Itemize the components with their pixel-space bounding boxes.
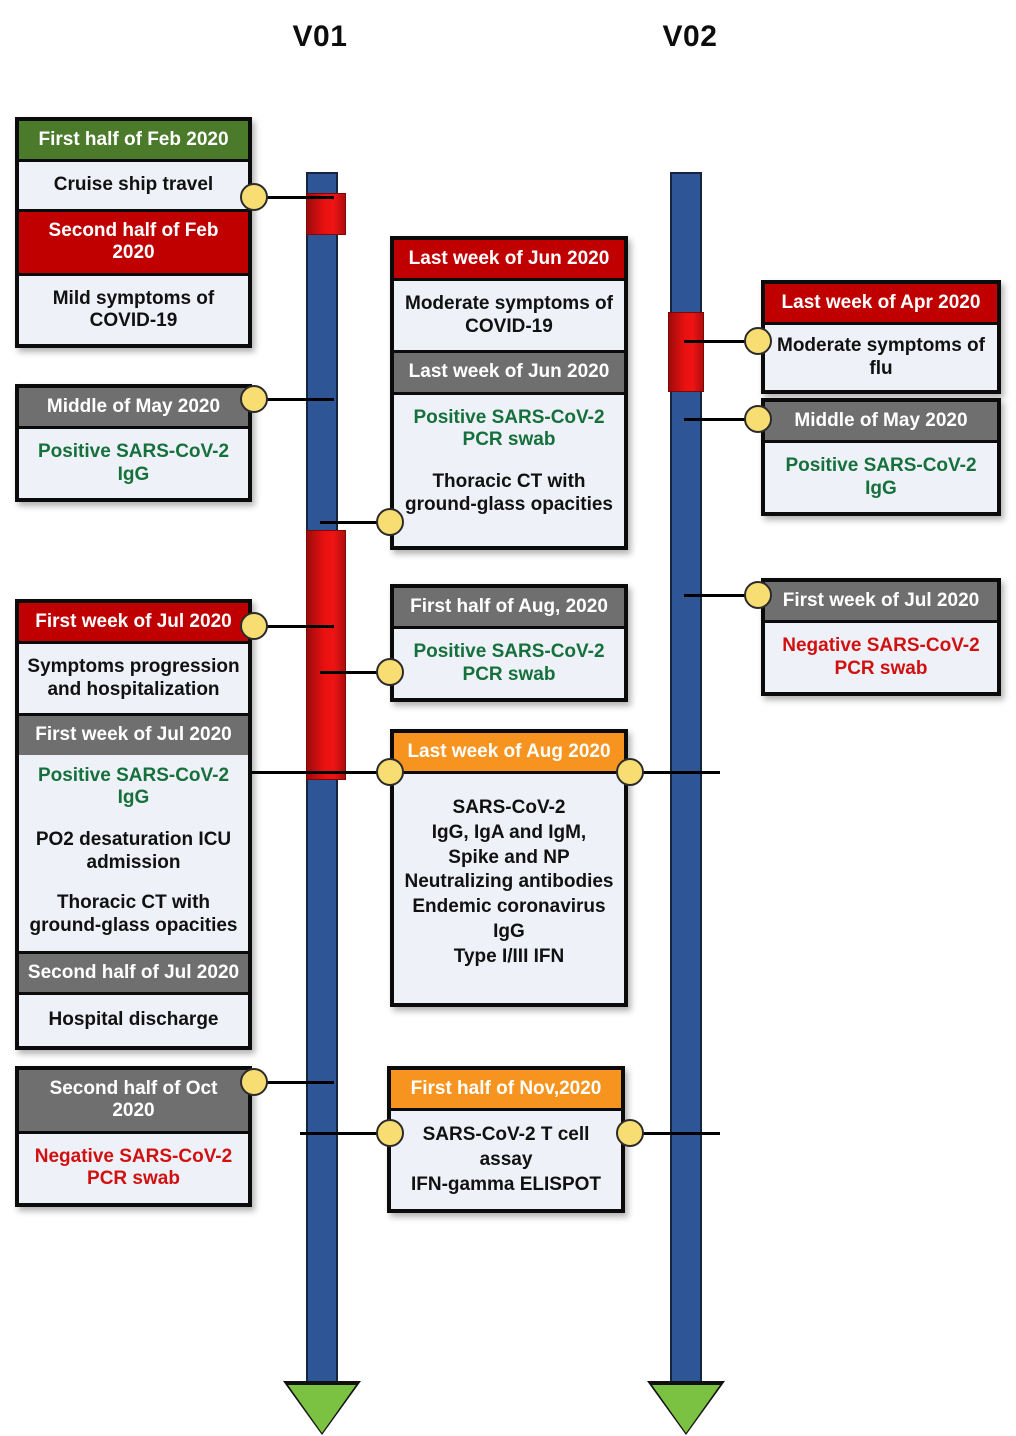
event-header: Second half of Feb 2020 bbox=[19, 208, 248, 273]
connector-dot-center-aug-right bbox=[616, 758, 644, 786]
event-body: Positive SARS-CoV-2 IgG bbox=[19, 426, 248, 499]
timeline-arrow-v02 bbox=[652, 1385, 720, 1433]
connector-v01-oct bbox=[252, 1081, 334, 1084]
connector-v01-may bbox=[252, 398, 334, 401]
event-body: Hospital discharge bbox=[19, 992, 248, 1046]
event-body: PO2 desaturation ICU admission bbox=[19, 819, 248, 885]
event-header: Last week of Apr 2020 bbox=[765, 284, 997, 323]
event-header: First week of Jul 2020 bbox=[19, 713, 248, 755]
connector-dot-center-jun bbox=[376, 508, 404, 536]
event-body: Thoracic CT with ground-glass opacities bbox=[19, 884, 248, 952]
connector-dot-center-aug-left bbox=[376, 758, 404, 786]
timeline-arrow-v01 bbox=[288, 1385, 356, 1433]
connector-v01-jul bbox=[252, 625, 334, 628]
event-card-v02-may-2020[interactable]: Middle of May 2020 Positive SARS-CoV-2 I… bbox=[761, 398, 1001, 517]
event-card-center-jun-2020[interactable]: Last week of Jun 2020 Moderate symptoms … bbox=[390, 236, 628, 551]
event-card-v01-oct-2020[interactable]: Second half of Oct 2020 Negative SARS-Co… bbox=[15, 1066, 252, 1207]
event-card-center-nov-2020[interactable]: First half of Nov,2020 SARS-CoV-2 T cell… bbox=[387, 1066, 625, 1214]
connector-v01-nov-link bbox=[300, 1132, 400, 1135]
connector-dot-v02-may bbox=[744, 405, 772, 433]
event-body: Positive SARS-CoV-2 IgG bbox=[765, 440, 997, 513]
event-body: Negative SARS-CoV-2 PCR swab bbox=[19, 1130, 248, 1203]
event-header: Second half of Oct 2020 bbox=[19, 1070, 248, 1131]
event-header: First half of Feb 2020 bbox=[19, 121, 248, 160]
column-title-v01: V01 bbox=[292, 20, 348, 53]
connector-center-aug-to-v02 bbox=[628, 771, 720, 774]
timeline-bar-v01 bbox=[306, 172, 338, 1396]
column-title-v02: V02 bbox=[662, 20, 718, 53]
connector-dot-center-nov-left bbox=[376, 1119, 404, 1147]
infection-period-v02-apr bbox=[668, 312, 704, 392]
event-body: SARS-CoV-2 T cell assay IFN-gamma ELISPO… bbox=[391, 1108, 621, 1210]
connector-v02-may bbox=[684, 418, 768, 421]
event-body: Positive SARS-CoV-2 PCR swab bbox=[394, 391, 624, 464]
connector-dot-v01-jul bbox=[240, 612, 268, 640]
event-card-v01-may-2020[interactable]: Middle of May 2020 Positive SARS-CoV-2 I… bbox=[15, 384, 252, 503]
event-header: First week of Jul 2020 bbox=[765, 582, 997, 621]
event-card-v01-feb-2020[interactable]: First half of Feb 2020 Cruise ship trave… bbox=[15, 117, 252, 349]
connector-v02-jul bbox=[684, 594, 768, 597]
connector-dot-v02-jul bbox=[744, 581, 772, 609]
event-header: First half of Aug, 2020 bbox=[394, 588, 624, 627]
event-header: Middle of May 2020 bbox=[765, 402, 997, 441]
event-header: Middle of May 2020 bbox=[19, 388, 248, 427]
event-body: Negative SARS-CoV-2 PCR swab bbox=[765, 620, 997, 693]
event-header: Last week of Jun 2020 bbox=[394, 350, 624, 392]
connector-v01-feb bbox=[252, 196, 334, 199]
connector-v01-aug-link bbox=[252, 771, 402, 774]
connector-v02-apr bbox=[684, 340, 768, 343]
event-card-v02-apr-2020[interactable]: Last week of Apr 2020 Moderate symptoms … bbox=[761, 280, 1001, 395]
infection-period-v01-feb bbox=[306, 193, 346, 235]
connector-dot-v02-apr bbox=[744, 327, 772, 355]
event-body: SARS-CoV-2 IgG, IgA and IgM, Spike and N… bbox=[394, 771, 624, 1004]
connector-dot-center-aug1 bbox=[376, 658, 404, 686]
event-body: Mild symptoms of COVID-19 bbox=[19, 272, 248, 345]
infection-period-v01-jun-jul bbox=[306, 530, 346, 780]
connector-dot-v01-oct bbox=[240, 1068, 268, 1096]
event-body: Symptoms progression and hospitalization bbox=[19, 641, 248, 714]
connector-center-aug1-to-v01 bbox=[320, 671, 398, 674]
event-card-v01-jul-2020[interactable]: First week of Jul 2020 Symptoms progress… bbox=[15, 599, 252, 1050]
event-body: Cruise ship travel bbox=[19, 159, 248, 209]
event-header: Last week of Aug 2020 bbox=[394, 733, 624, 772]
event-header: Second half of Jul 2020 bbox=[19, 951, 248, 993]
event-body: Moderate symptoms of flu bbox=[765, 322, 997, 391]
connector-dot-v01-feb bbox=[240, 183, 268, 211]
connector-dot-center-nov-right bbox=[616, 1119, 644, 1147]
connector-center-nov-to-v02 bbox=[628, 1132, 720, 1135]
event-body: Thoracic CT with ground-glass opacities bbox=[394, 463, 624, 547]
event-header: Last week of Jun 2020 bbox=[394, 240, 624, 279]
event-body: Positive SARS-CoV-2 PCR swab bbox=[394, 626, 624, 699]
event-card-center-aug-first-half-2020[interactable]: First half of Aug, 2020 Positive SARS-Co… bbox=[390, 584, 628, 703]
event-body: Positive SARS-CoV-2 IgG bbox=[19, 754, 248, 820]
event-body: Moderate symptoms of COVID-19 bbox=[394, 278, 624, 351]
event-card-center-aug-last-week-2020[interactable]: Last week of Aug 2020 SARS-CoV-2 IgG, Ig… bbox=[390, 729, 628, 1008]
event-card-v02-jul-2020[interactable]: First week of Jul 2020 Negative SARS-CoV… bbox=[761, 578, 1001, 697]
event-header: First half of Nov,2020 bbox=[391, 1070, 621, 1109]
connector-center-jun-to-v01 bbox=[320, 521, 398, 524]
connector-dot-v01-may bbox=[240, 385, 268, 413]
event-header: First week of Jul 2020 bbox=[19, 603, 248, 642]
